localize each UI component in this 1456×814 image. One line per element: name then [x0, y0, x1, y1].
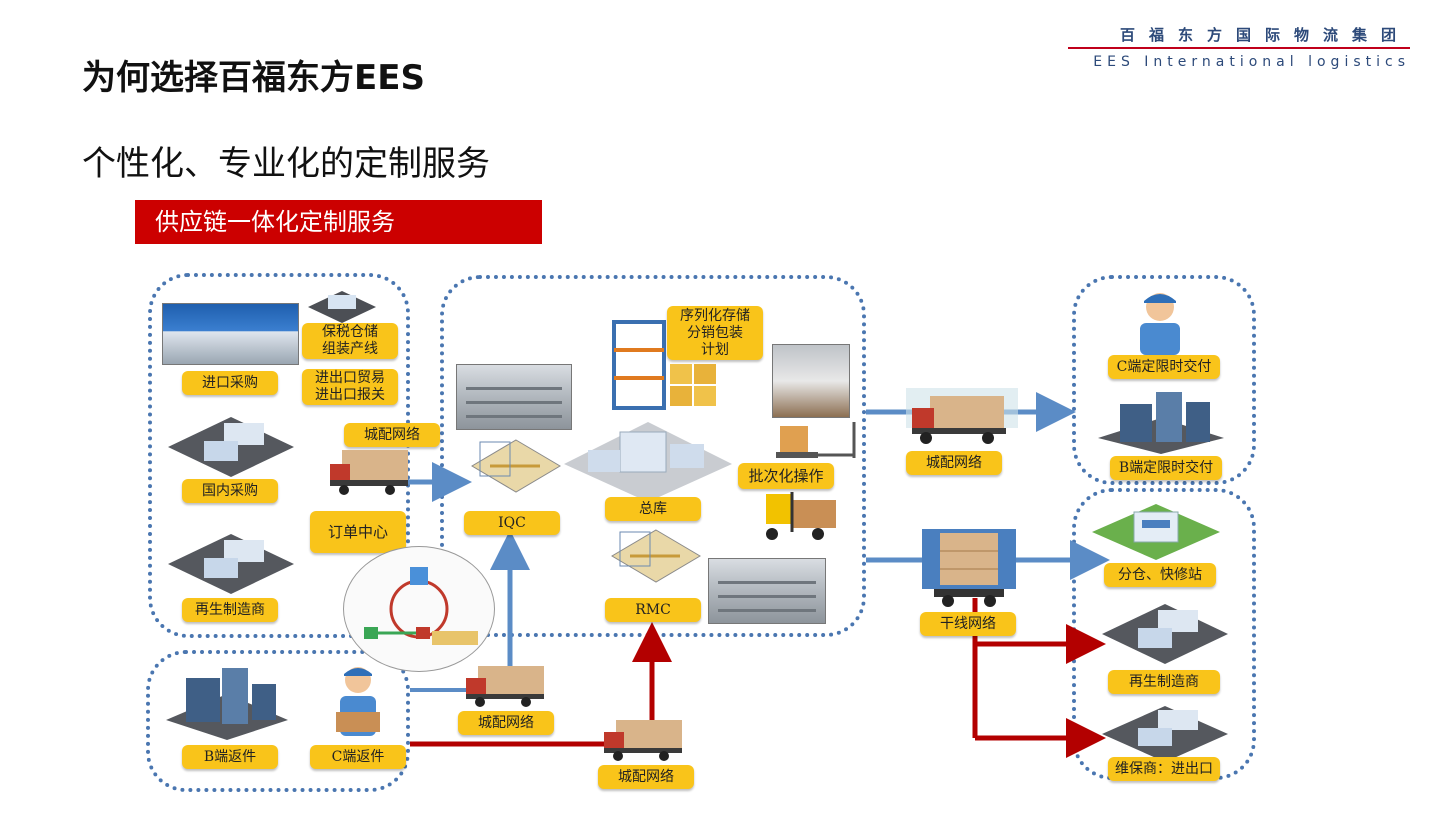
racking-icon — [610, 320, 670, 414]
domestic-factory-icon — [166, 413, 296, 483]
packing-photo — [772, 344, 850, 418]
brand-divider — [1068, 47, 1410, 49]
label-domestic-purchase: 国内采购 — [182, 479, 278, 503]
truck-icon — [466, 664, 546, 712]
iqc-layout-icon — [470, 436, 562, 516]
label-bonded-line1: 保税仓储 — [322, 324, 378, 340]
forklift-icon — [758, 486, 842, 548]
scale-icon — [774, 418, 858, 466]
label-reman-right: 再生制造商 — [1108, 670, 1220, 694]
page-title: 为何选择百福东方EES — [82, 58, 425, 98]
import-event-photo — [162, 303, 299, 365]
maintenance-factory-icon — [1100, 702, 1230, 768]
label-c-delivery: C端定限时交付 — [1108, 355, 1220, 379]
label-c-return: C端返件 — [310, 745, 406, 769]
label-city-network-2: 城配网络 — [458, 711, 554, 735]
label-trade-line2: 进出口报关 — [315, 387, 385, 403]
right-top-region — [1072, 275, 1256, 485]
label-seq-line3: 计划 — [701, 341, 729, 358]
label-city-network-3: 城配网络 — [598, 765, 694, 789]
reman-factory-icon — [1100, 600, 1230, 670]
main-warehouse-icon — [560, 416, 736, 508]
label-import-purchase: 进口采购 — [182, 371, 278, 395]
boxes-icon — [668, 362, 720, 412]
truck-icon — [896, 384, 1026, 454]
brand-name-en: EES International logistics — [1093, 54, 1410, 70]
rmc-layout-icon — [610, 526, 702, 606]
b-end-building-icon — [1096, 390, 1226, 460]
courier-person-icon — [1130, 289, 1190, 359]
reman-factory-icon — [166, 530, 296, 600]
truck-icon — [604, 718, 684, 766]
trunk-truck-icon — [918, 527, 1020, 613]
warehouse-photo-1 — [456, 364, 572, 430]
label-maintenance: 维保商：进出口 — [1108, 757, 1220, 781]
b-end-building-icon — [164, 664, 290, 746]
bonded-warehouse-icon — [306, 289, 378, 329]
label-trade-line1: 进出口贸易 — [315, 370, 385, 386]
label-seq-line1: 序列化存储 — [680, 307, 750, 324]
section-banner: 供应链一体化定制服务 — [135, 200, 542, 244]
courier-person-icon — [330, 664, 386, 744]
label-batch-operation: 批次化操作 — [738, 463, 834, 489]
label-main-warehouse: 总库 — [605, 497, 701, 521]
label-b-delivery: B端定限时交付 — [1110, 456, 1222, 480]
page-subtitle: 个性化、专业化的定制服务 — [82, 144, 490, 184]
bottom-left-region — [146, 650, 410, 792]
order-center-diagram — [343, 546, 495, 672]
label-branch: 分仓、快修站 — [1104, 563, 1216, 587]
label-seq-line2: 分销包装 — [687, 324, 743, 341]
branch-warehouse-icon — [1090, 500, 1222, 568]
label-b-return: B端返件 — [182, 745, 278, 769]
label-bonded-line2: 组装产线 — [322, 341, 378, 357]
warehouse-photo-2 — [708, 558, 826, 624]
label-trunk-network: 干线网络 — [920, 612, 1016, 636]
label-serialized-storage: 序列化存储 分销包装 计划 — [667, 306, 763, 360]
label-city-network-1: 城配网络 — [344, 423, 440, 447]
label-city-network-right: 城配网络 — [906, 451, 1002, 475]
label-reman-left: 再生制造商 — [182, 598, 278, 622]
label-iqc: IQC — [464, 511, 560, 535]
brand-name-cn: 百福东方国际物流集团 — [1119, 26, 1410, 44]
label-order-center: 订单中心 — [310, 511, 406, 553]
truck-icon — [330, 448, 410, 500]
label-rmc: RMC — [605, 598, 701, 622]
label-bonded: 保税仓储 组装产线 — [302, 323, 398, 359]
label-trade: 进出口贸易 进出口报关 — [302, 369, 398, 405]
